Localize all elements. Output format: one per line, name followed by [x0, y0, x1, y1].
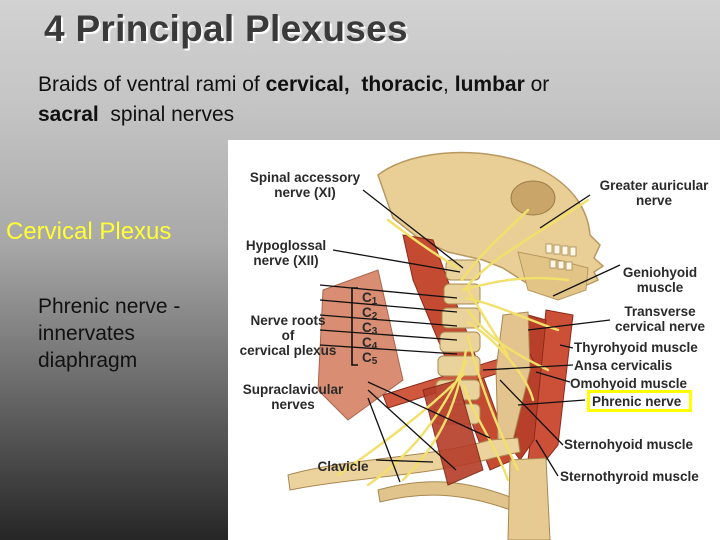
orbit-shape — [510, 180, 556, 216]
subtitle-or: or — [524, 73, 550, 96]
subtitle-thoracic: thoracic — [361, 73, 444, 96]
root-c5: C5 — [362, 350, 378, 367]
phrenic-highlight-box — [587, 390, 692, 412]
cervical-plexus-heading: Cervical Plexus — [6, 218, 172, 245]
scalene-muscle — [422, 379, 484, 486]
subtitle-cervical: cervical, — [265, 73, 350, 96]
label-clavicle: Clavicle — [317, 459, 369, 474]
label-ansa-cervicalis: Ansa cervicalis — [574, 358, 673, 373]
sternum-shape — [507, 457, 551, 540]
phrenic-description: Phrenic nerve - innervates diaphragm — [38, 295, 181, 372]
label-geniohyoid: Geniohyoid muscle — [622, 265, 698, 295]
subtitle-rest: spinal nerves — [110, 103, 235, 126]
trapezius-muscle — [317, 269, 404, 421]
teeth-shape — [545, 243, 577, 271]
cervical-plexus-illustration: Spinal accessory nerve (XI) Hypoglossal … — [228, 140, 720, 540]
root-c2: C2 — [362, 305, 378, 322]
subtitle-part1: Braids of ventral rami of — [38, 73, 266, 96]
label-sternothyroid: Sternothyroid muscle — [560, 469, 699, 484]
label-greater-auricular: Greater auricular nerve — [599, 178, 709, 208]
root-c3: C3 — [362, 320, 378, 337]
slide-title: 4 Principal Plexuses — [44, 8, 408, 49]
subtitle-sacral: sacral — [38, 103, 99, 126]
label-supraclavicular: Supraclavicular nerves — [242, 382, 344, 412]
root-c4: C4 — [362, 335, 378, 352]
subtitle-comma: , — [443, 73, 449, 96]
root-c1: C1 — [362, 290, 378, 307]
label-spinal-accessory: Spinal accessory nerve (XI) — [249, 170, 361, 200]
label-sternohyoid: Sternohyoid muscle — [564, 437, 694, 452]
label-thyrohyoid: Thyrohyoid muscle — [574, 340, 698, 355]
subtitle-lumbar: lumbar — [454, 73, 525, 96]
label-hypoglossal: Hypoglossal nerve (XII) — [245, 238, 327, 268]
anatomy-drawing — [287, 151, 621, 540]
label-nerve-roots: Nerve roots of cervical plexus — [239, 313, 337, 358]
first-rib-shape — [377, 481, 519, 513]
roots-bracket — [351, 287, 358, 366]
label-phrenic: Phrenic nerve — [592, 394, 682, 409]
label-transverse-cervical: Transverse cervical nerve — [614, 304, 706, 334]
leader-lines — [319, 189, 621, 483]
label-omohyoid: Omohyoid muscle — [570, 376, 688, 391]
slide-subtitle: Braids of ventral rami of cervical, thor… — [38, 70, 678, 130]
